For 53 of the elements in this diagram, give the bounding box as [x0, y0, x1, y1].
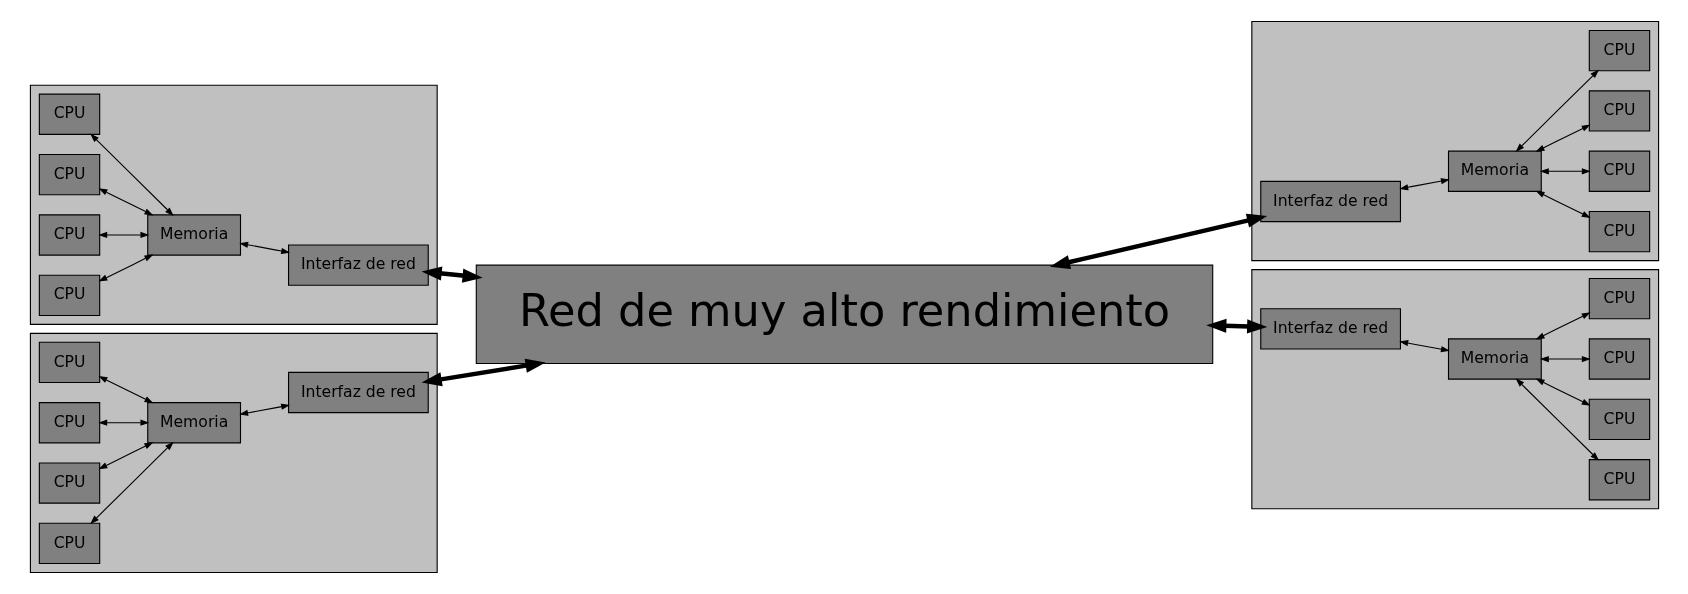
cluster [29, 332, 438, 573]
arrow [97, 254, 153, 282]
node-box: CPU [38, 402, 100, 444]
node-box: CPU [1588, 210, 1650, 253]
node-box: Interfaz de red [1259, 308, 1401, 350]
node-box: Interfaz de red [287, 371, 429, 414]
node-box: CPU [38, 274, 100, 316]
node-box: Memoria [146, 402, 241, 444]
node-box: CPU [1588, 278, 1650, 320]
arrow [97, 231, 149, 239]
arrow [89, 133, 174, 216]
arrow [1539, 355, 1591, 363]
node-box: CPU [38, 93, 100, 135]
arrow [238, 241, 290, 255]
node-box: CPU [38, 153, 100, 196]
arrow [1535, 378, 1591, 406]
node-box: CPU [1588, 338, 1650, 380]
arrow [97, 376, 153, 404]
arrow [1535, 312, 1591, 340]
node-box: CPU [38, 341, 100, 384]
cluster [29, 84, 438, 325]
arrow [97, 442, 153, 470]
cluster [1250, 269, 1659, 510]
node-box: CPU [38, 462, 100, 504]
arrow [1539, 168, 1591, 175]
node-box: Memoria [1447, 338, 1542, 380]
arrow [1515, 69, 1599, 152]
node-box: Memoria [1447, 150, 1542, 192]
arrow [421, 358, 546, 387]
cluster [1250, 21, 1659, 262]
arrow [1205, 318, 1267, 334]
arrow [1398, 339, 1450, 353]
node-box: CPU [1588, 398, 1650, 441]
node-box: CPU [1588, 459, 1650, 501]
arrow [89, 441, 174, 525]
arrow [97, 188, 153, 216]
arrow [238, 403, 290, 416]
node-box: CPU [1588, 29, 1650, 72]
arrow [1535, 190, 1591, 218]
arrow [1049, 213, 1267, 269]
node-box: CPU [1588, 90, 1650, 132]
node-box: CPU [38, 214, 100, 256]
arrow [1535, 124, 1591, 152]
node-box: CPU [38, 522, 100, 565]
node-box: Interfaz de red [1259, 180, 1401, 223]
arrow [1515, 378, 1599, 461]
arrow [1398, 178, 1450, 191]
arrow [421, 266, 483, 283]
arrow [97, 419, 149, 426]
node-box: Red de muy alto rendimiento [475, 264, 1213, 365]
node-box: Interfaz de red [287, 244, 429, 286]
node-box: Memoria [146, 214, 241, 256]
node-box: CPU [1588, 150, 1650, 192]
